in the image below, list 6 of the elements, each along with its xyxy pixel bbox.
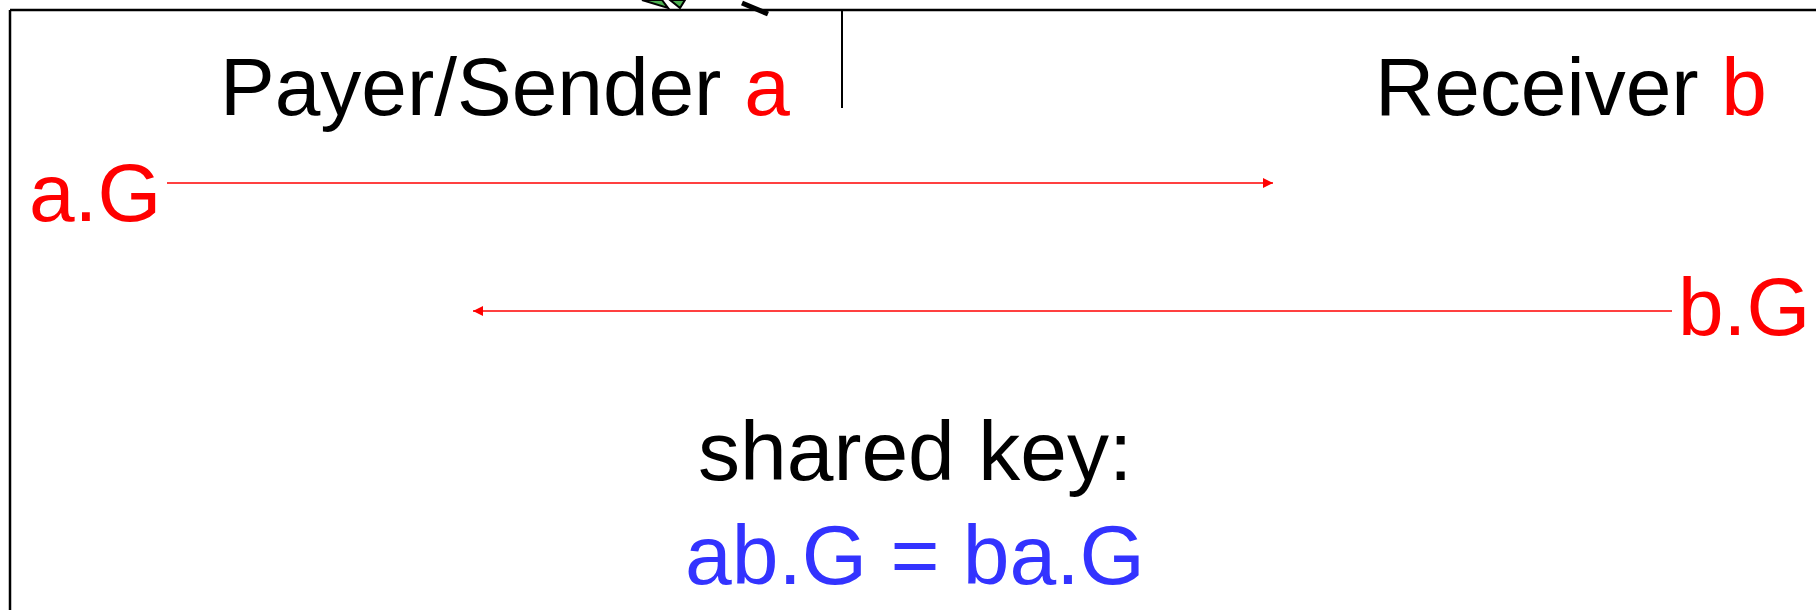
arrow <box>472 306 1673 316</box>
message-text: a.G <box>29 152 162 234</box>
column-heading: Receiver b <box>1375 46 1767 128</box>
arrow <box>166 178 1274 188</box>
equation-text: ab.G = ba.G <box>685 513 1145 597</box>
message-text: b.G <box>1678 266 1811 348</box>
